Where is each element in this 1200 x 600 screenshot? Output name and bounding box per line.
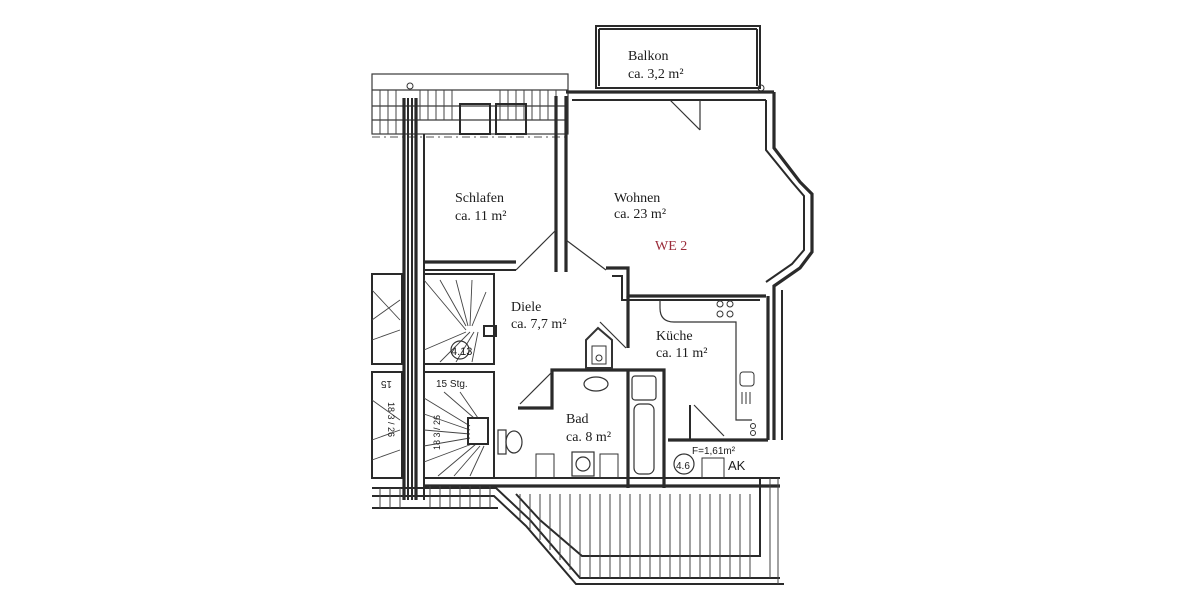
stair-mark-upper: 4.13 — [451, 346, 472, 358]
room-area-schlafen: ca. 11 m² — [455, 209, 507, 224]
terrace-railing — [372, 478, 784, 585]
balcony — [595, 25, 765, 92]
room-name-bad: Bad — [566, 412, 589, 427]
room-area-wohnen: ca. 23 m² — [614, 207, 666, 222]
stair-dim-right: 18 3 / 26 — [432, 415, 442, 450]
room-area-bad: ca. 8 m² — [566, 430, 611, 445]
room-area-kueche: ca. 11 m² — [656, 346, 708, 361]
room-name-diele: Diele — [511, 300, 541, 315]
room-name-balkon: Balkon — [628, 49, 668, 64]
ak-area: F=1,61m² — [692, 446, 736, 457]
stair-dim-left: 18 3 / 26 — [386, 402, 396, 437]
bathroom-fixtures — [497, 375, 725, 479]
room-area-balkon: ca. 3,2 m² — [628, 67, 684, 82]
room-name-wohnen: Wohnen — [614, 191, 660, 206]
stair-steps: 15 Stg. — [436, 379, 468, 390]
unit-label: WE 2 — [655, 239, 687, 254]
stair-num-left: 15 — [380, 378, 392, 389]
room-area-diele: ca. 7,7 m² — [511, 317, 567, 332]
roof-grid-top — [371, 73, 569, 138]
walls — [402, 90, 814, 500]
door-swings — [515, 99, 725, 437]
ak-label: AK — [728, 458, 746, 473]
room-name-kueche: Küche — [656, 329, 693, 344]
room-labels: Balkon ca. 3,2 m² Wohnen ca. 23 m² Schla… — [380, 49, 745, 473]
room-name-schlafen: Schlafen — [455, 191, 504, 206]
kitchen-fixtures — [659, 300, 756, 436]
staircases — [371, 273, 695, 479]
room-mark-ak: 4.6 — [676, 461, 690, 472]
